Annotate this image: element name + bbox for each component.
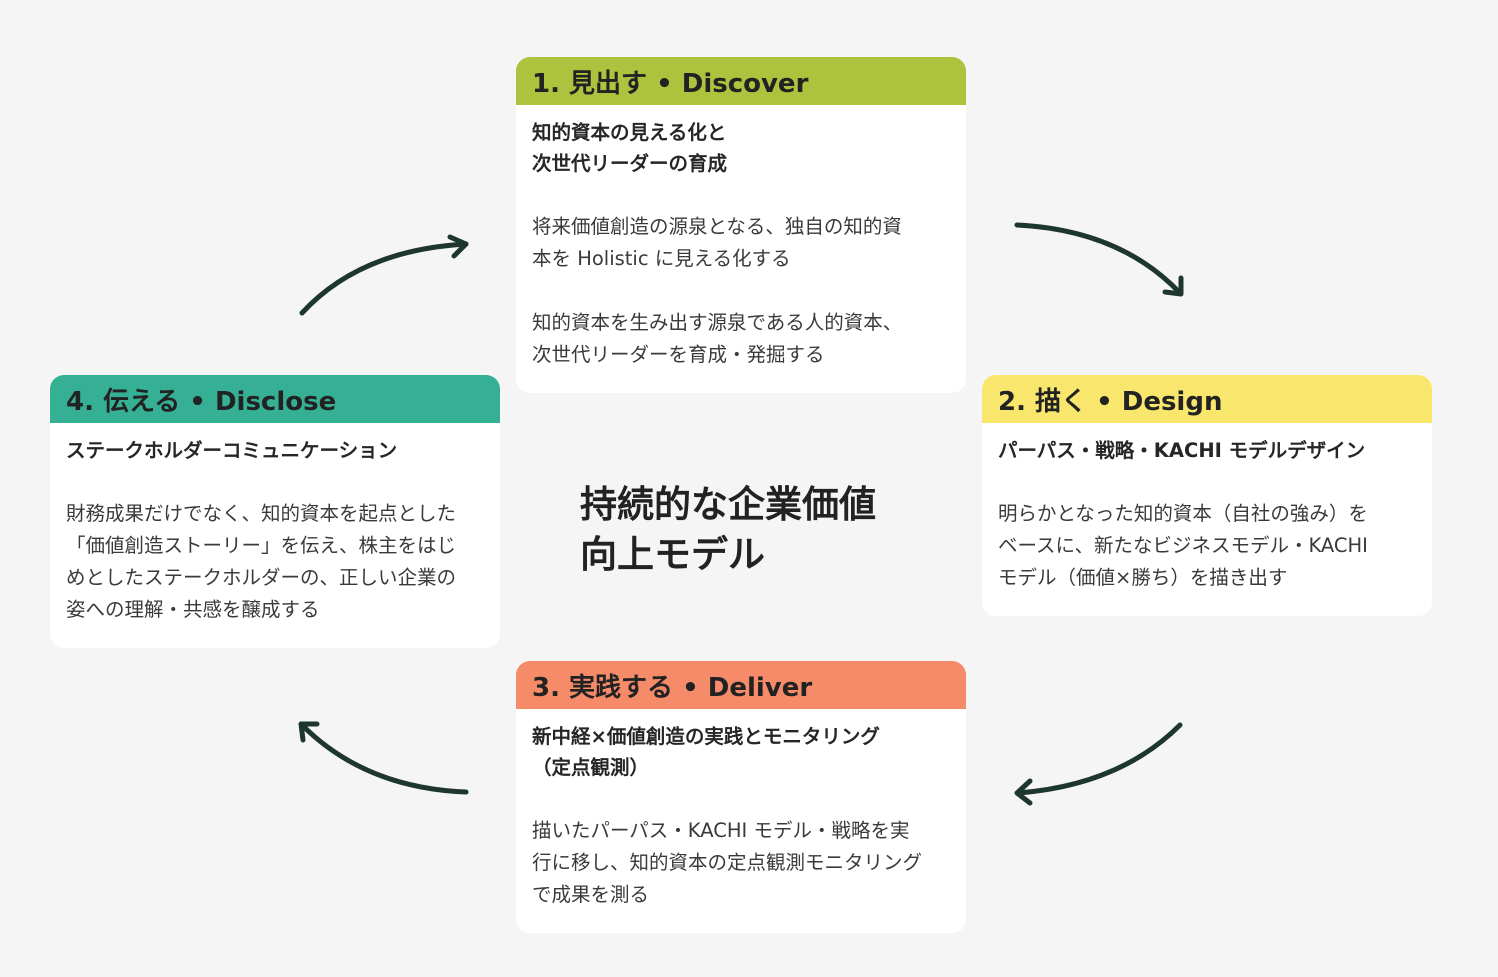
design-subtitle: パーパス・戦略・KACHI モデルデザイン: [998, 439, 1366, 462]
deliver-body: 新中経×価値創造の実践とモニタリング （定点観測） 描いたパーパス・KACHI …: [516, 709, 966, 933]
discover-header-label: 1. 見出す • Discover: [532, 68, 809, 99]
discover-paragraph-2: 知的資本を生み出す源泉である人的資本、 次世代リーダーを育成・発掘する: [532, 311, 903, 366]
deliver-card: 3. 実践する • Deliver 新中経×価値創造の実践とモニタリング （定点…: [516, 661, 966, 933]
deliver-paragraph-1: 描いたパーパス・KACHI モデル・戦略を実 行に移し、知的資本の定点観測モニタ…: [532, 819, 923, 906]
discover-card: 1. 見出す • Discover 知的資本の見える化と 次世代リーダーの育成 …: [516, 57, 966, 393]
design-paragraph-1: 明らかとなった知的資本（自社の強み）を ベースに、新たなビジネスモデル・KACH…: [998, 502, 1368, 589]
arrow-discover-to-design: [1014, 222, 1183, 296]
disclose-card: 4. 伝える • Disclose ステークホルダーコミュニケーション 財務成果…: [50, 375, 500, 648]
discover-subtitle: 知的資本の見える化と 次世代リーダーの育成: [532, 121, 728, 175]
deliver-header-label: 3. 実践する • Deliver: [532, 672, 813, 703]
arrow-disclose-to-discover: [299, 241, 469, 316]
design-body: パーパス・戦略・KACHI モデルデザイン 明らかとなった知的資本（自社の強み）…: [982, 423, 1432, 616]
disclose-body: ステークホルダーコミュニケーション 財務成果だけでなく、知的資本を起点とした 「…: [50, 423, 500, 648]
arrow-head-disclose-to-discover: [447, 234, 469, 259]
design-header-label: 2. 描く • Design: [998, 386, 1223, 417]
deliver-header: 3. 実践する • Deliver: [516, 661, 966, 709]
center-title: 持続的な企業価値 向上モデル: [580, 483, 876, 576]
deliver-subtitle: 新中経×価値創造の実践とモニタリング （定点観測）: [532, 725, 880, 779]
disclose-paragraph-1: 財務成果だけでなく、知的資本を起点とした 「価値創造ストーリー」を伝え、株主をは…: [66, 502, 457, 621]
discover-header: 1. 見出す • Discover: [516, 57, 966, 105]
arrow-design-to-deliver: [1015, 722, 1183, 796]
arrow-head-discover-to-design: [1162, 275, 1184, 297]
design-header: 2. 描く • Design: [982, 375, 1432, 423]
disclose-header: 4. 伝える • Disclose: [50, 375, 500, 423]
disclose-subtitle: ステークホルダーコミュニケーション: [66, 439, 398, 462]
discover-body: 知的資本の見える化と 次世代リーダーの育成 将来価値創造の源泉となる、独自の知的…: [516, 105, 966, 393]
arrow-head-deliver-to-disclose: [298, 721, 320, 743]
discover-paragraph-1: 将来価値創造の源泉となる、独自の知的資 本を Holistic に見える化する: [532, 215, 902, 270]
arrow-deliver-to-disclose: [299, 722, 469, 795]
arrow-head-design-to-deliver: [1014, 778, 1033, 806]
disclose-header-label: 4. 伝える • Disclose: [66, 386, 337, 417]
design-card: 2. 描く • Design パーパス・戦略・KACHI モデルデザイン 明らか…: [982, 375, 1432, 616]
